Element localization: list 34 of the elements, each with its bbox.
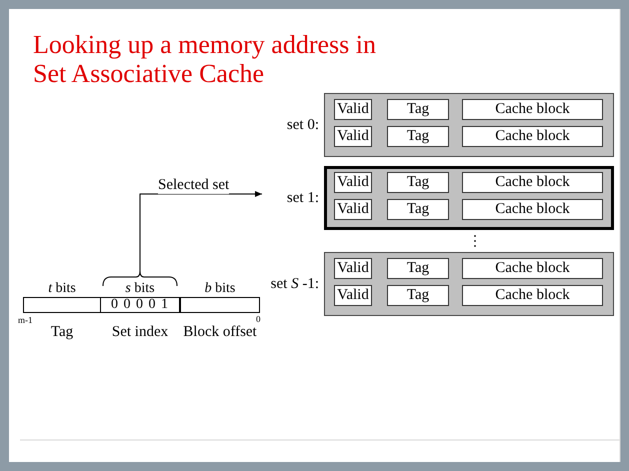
address-field [180, 297, 260, 313]
bit-position-label: m-1 [18, 315, 32, 325]
bit-width-label: s bits [124, 281, 156, 297]
tag-field: Tag [387, 172, 449, 193]
tag-field: Tag [387, 126, 449, 147]
valid-field: Valid [334, 172, 372, 193]
set-index-field: 0 0 0 0 1 [100, 297, 180, 313]
valid-field: Valid [334, 126, 372, 147]
cache-block-field: Cache block [462, 172, 603, 193]
valid-field: Valid [334, 199, 372, 220]
cache-block-field: Cache block [462, 285, 603, 306]
field-label: Block offset [182, 324, 258, 341]
valid-field: Valid [334, 99, 372, 120]
field-label: Tag [50, 324, 74, 341]
tag-field: Tag [387, 285, 449, 306]
bit-width-label: t bits [47, 281, 77, 297]
cache-block-field: Cache block [462, 258, 603, 279]
bit-width-label: b bits [204, 281, 236, 297]
set-label: set S -1: [270, 276, 319, 293]
set-label: set 0: [286, 117, 319, 134]
address-field [23, 297, 101, 313]
valid-field: Valid [334, 285, 372, 306]
edge-label: Selected set [158, 177, 230, 194]
set-label: set 1: [286, 190, 319, 207]
valid-field: Valid [334, 258, 372, 279]
arrow [140, 191, 262, 272]
slide-title: Looking up a memory address in Set Associative Cache [33, 30, 377, 88]
tag-field: Tag [387, 99, 449, 120]
tag-field: Tag [387, 199, 449, 220]
cache-block-field: Cache block [462, 199, 603, 220]
cache-block-field: Cache block [462, 126, 603, 147]
bit-position-label: 0 [256, 314, 260, 324]
cache-block-field: Cache block [462, 99, 603, 120]
tag-field: Tag [387, 258, 449, 279]
